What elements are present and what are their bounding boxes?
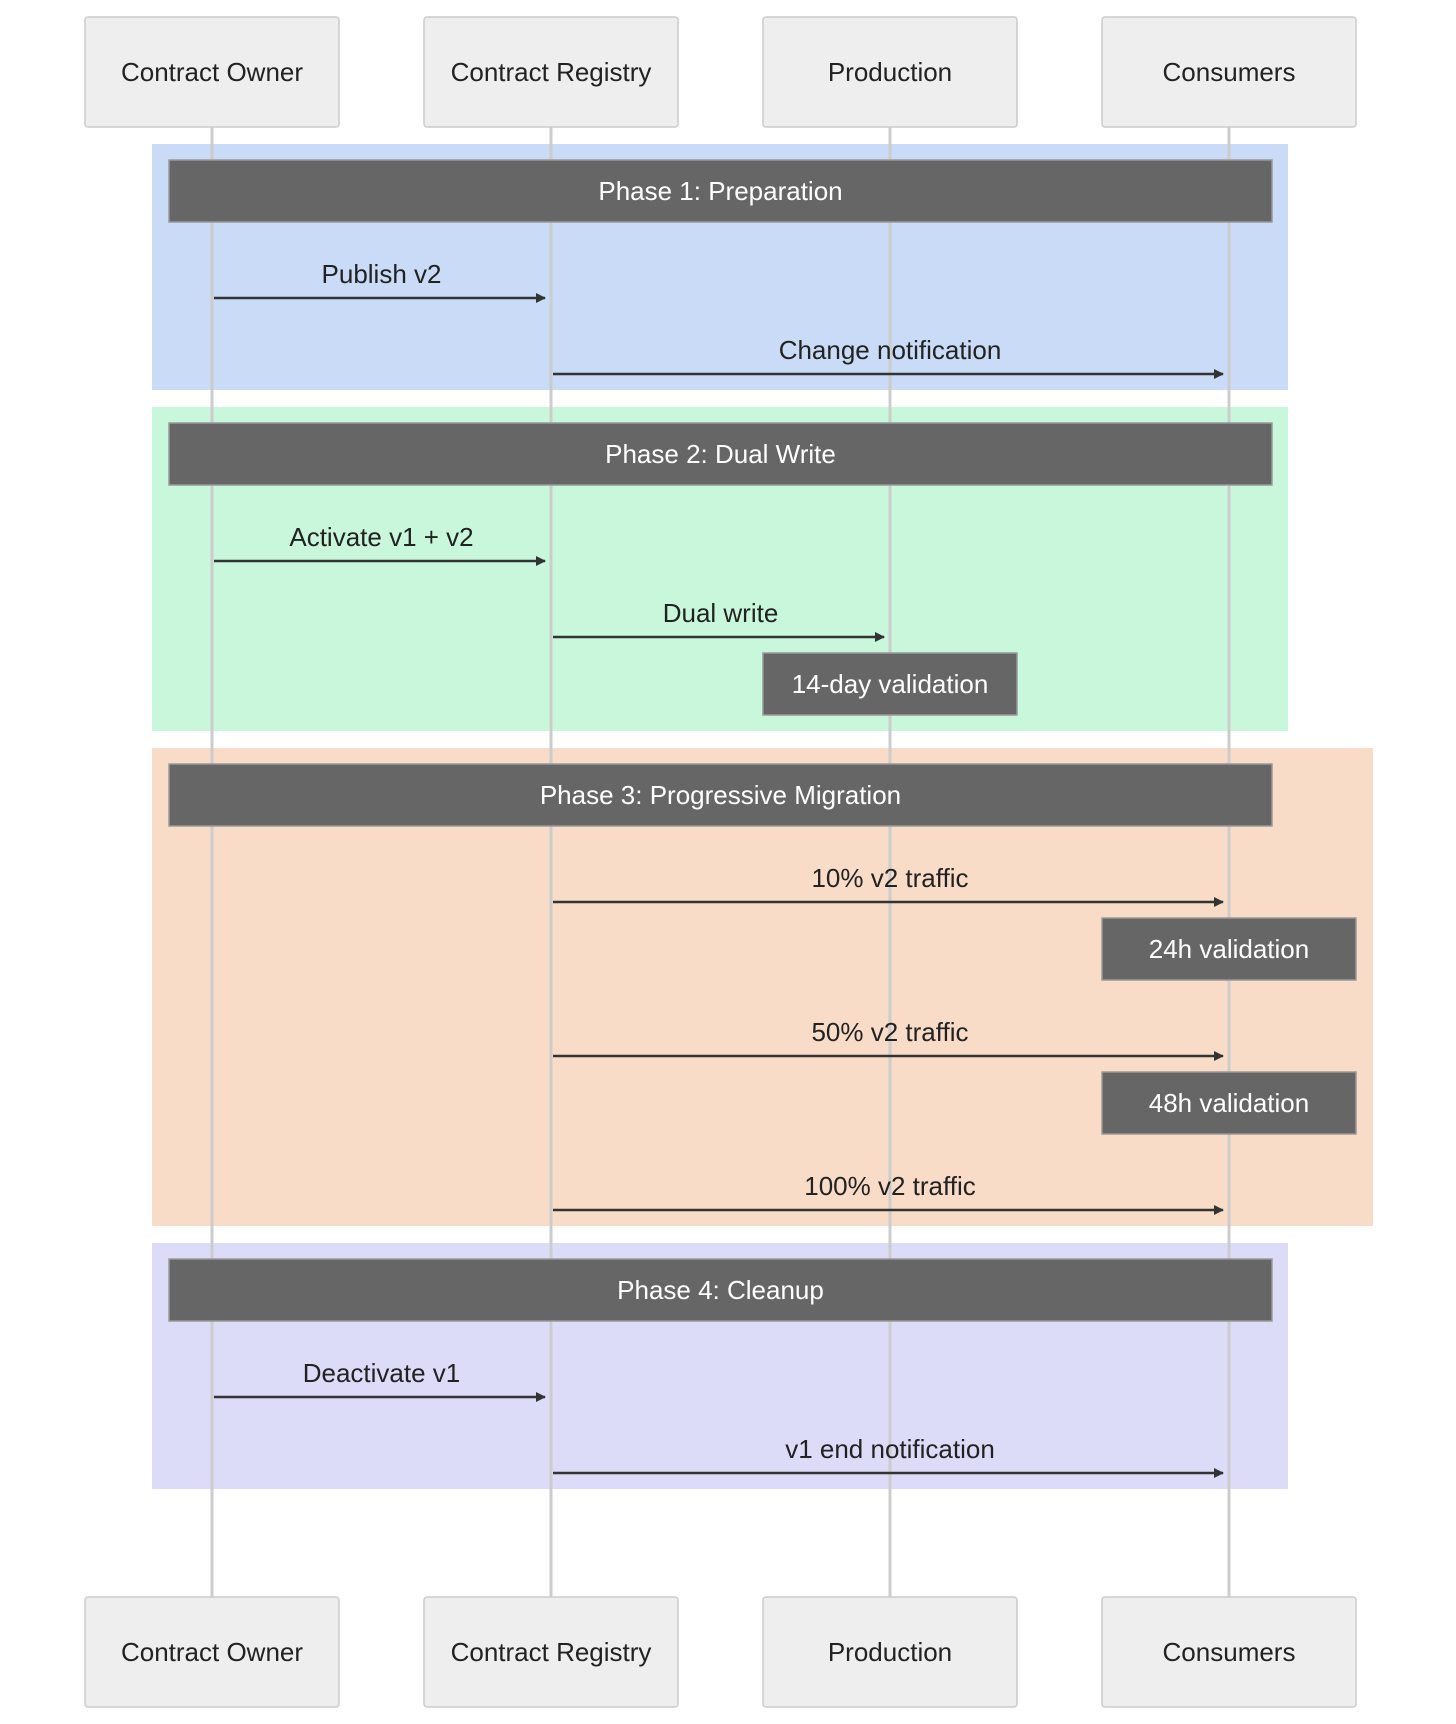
note-48h-validation: 48h validation xyxy=(1101,1071,1357,1135)
actor-label: Consumers xyxy=(1163,1637,1296,1667)
message-activate-v1-v2: Activate v1 + v2 xyxy=(214,522,546,566)
phase-title-bar xyxy=(168,763,1273,827)
phase-1-title: Phase 1: Preparation xyxy=(168,159,1273,223)
phase-title-bar xyxy=(168,422,1273,486)
message-10-v2-traffic: 10% v2 traffic xyxy=(553,863,1224,907)
message-label: 50% v2 traffic xyxy=(811,1017,968,1047)
message-deactivate-v1: Deactivate v1 xyxy=(214,1358,546,1402)
note-box xyxy=(1101,1071,1357,1135)
actor-owner-bottom[interactable]: Contract Owner xyxy=(84,1596,340,1708)
actor-production-top[interactable]: Production xyxy=(762,16,1018,128)
actor-label: Production xyxy=(828,57,952,87)
actor-consumers-bottom[interactable]: Consumers xyxy=(1101,1596,1357,1708)
phase-title-text: Phase 4: Cleanup xyxy=(617,1275,824,1305)
actor-label: Consumers xyxy=(1163,57,1296,87)
phase-title-bar xyxy=(168,159,1273,223)
actor-box xyxy=(1101,16,1357,128)
message-label: 10% v2 traffic xyxy=(811,863,968,893)
message-change-notification: Change notification xyxy=(553,335,1224,379)
message-v1-end-notification: v1 end notification xyxy=(553,1434,1224,1478)
actor-owner-top[interactable]: Contract Owner xyxy=(84,16,340,128)
phase-title-text: Phase 3: Progressive Migration xyxy=(540,780,901,810)
phase-3-title: Phase 3: Progressive Migration xyxy=(168,763,1273,827)
message-label: Publish v2 xyxy=(322,259,442,289)
actor-box xyxy=(1101,1596,1357,1708)
note-text: 14-day validation xyxy=(792,669,989,699)
lifelines xyxy=(210,127,1231,1597)
actor-production-bottom[interactable]: Production xyxy=(762,1596,1018,1708)
phase-3-background xyxy=(152,748,1373,1226)
message-publish-v2: Publish v2 xyxy=(214,259,546,303)
message-label: Deactivate v1 xyxy=(303,1358,461,1388)
message-label: v1 end notification xyxy=(785,1434,995,1464)
actor-box xyxy=(84,1596,340,1708)
actor-box xyxy=(423,16,679,128)
message-label: Activate v1 + v2 xyxy=(289,522,473,552)
actor-label: Contract Registry xyxy=(451,57,652,87)
phase-title-text: Phase 2: Dual Write xyxy=(605,439,836,469)
message-label: 100% v2 traffic xyxy=(804,1171,976,1201)
phase-title-bar xyxy=(168,1258,1273,1322)
actor-label: Contract Registry xyxy=(451,1637,652,1667)
phase-4-title: Phase 4: Cleanup xyxy=(168,1258,1273,1322)
actor-label: Production xyxy=(828,1637,952,1667)
note-24h-validation: 24h validation xyxy=(1101,917,1357,981)
actor-registry-bottom[interactable]: Contract Registry xyxy=(423,1596,679,1708)
phase-title-text: Phase 1: Preparation xyxy=(598,176,842,206)
message-50-v2-traffic: 50% v2 traffic xyxy=(553,1017,1224,1061)
actor-box xyxy=(84,16,340,128)
actor-box xyxy=(762,16,1018,128)
note-box xyxy=(1101,917,1357,981)
actor-consumers-top[interactable]: Consumers xyxy=(1101,16,1357,128)
actor-label: Contract Owner xyxy=(121,57,303,87)
note-text: 24h validation xyxy=(1149,934,1309,964)
message-label: Change notification xyxy=(779,335,1002,365)
actor-box xyxy=(762,1596,1018,1708)
message-label: Dual write xyxy=(663,598,779,628)
note-box xyxy=(762,652,1018,716)
note-text: 48h validation xyxy=(1149,1088,1309,1118)
phase-2-title: Phase 2: Dual Write xyxy=(168,422,1273,486)
actor-registry-top[interactable]: Contract Registry xyxy=(423,16,679,128)
message-dual-write: Dual write xyxy=(553,598,885,642)
message-100-v2-traffic: 100% v2 traffic xyxy=(553,1171,1224,1215)
actor-label: Contract Owner xyxy=(121,1637,303,1667)
note-14-day-validation: 14-day validation xyxy=(762,652,1018,716)
actor-box xyxy=(423,1596,679,1708)
